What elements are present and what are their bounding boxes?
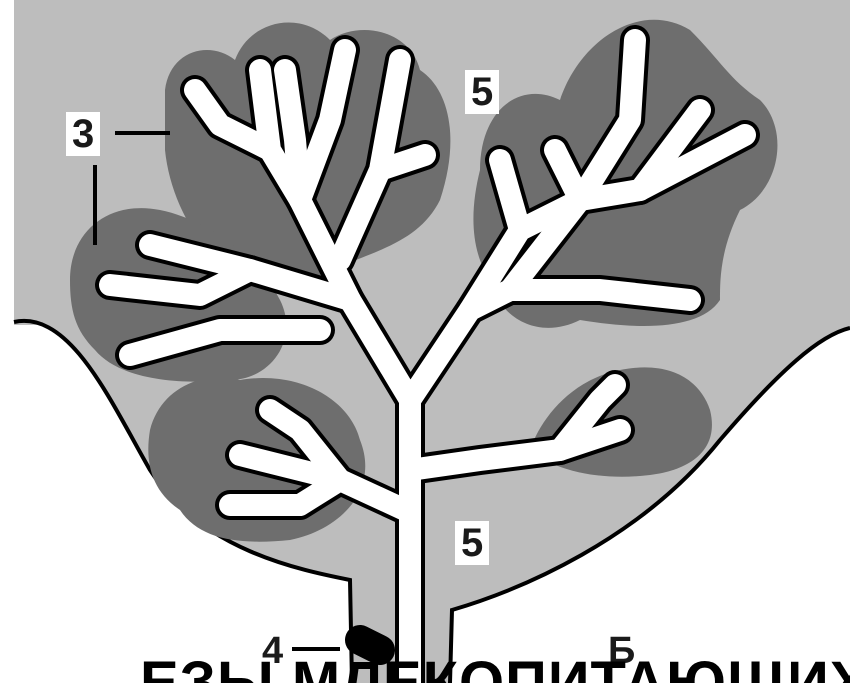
duct-lumen-branch-m bbox=[510, 290, 690, 300]
caption-text: ЕЗЫ МЛЕКОПИТАЮЩИХ: bbox=[140, 651, 850, 683]
label-lobule-bottom: 5 bbox=[455, 521, 489, 565]
duct-lumen-branch-d bbox=[380, 155, 425, 170]
duct-outline-stub bbox=[360, 640, 380, 650]
label-alveoli: 3 bbox=[66, 112, 100, 156]
label-lobule-top: 5 bbox=[465, 70, 499, 114]
